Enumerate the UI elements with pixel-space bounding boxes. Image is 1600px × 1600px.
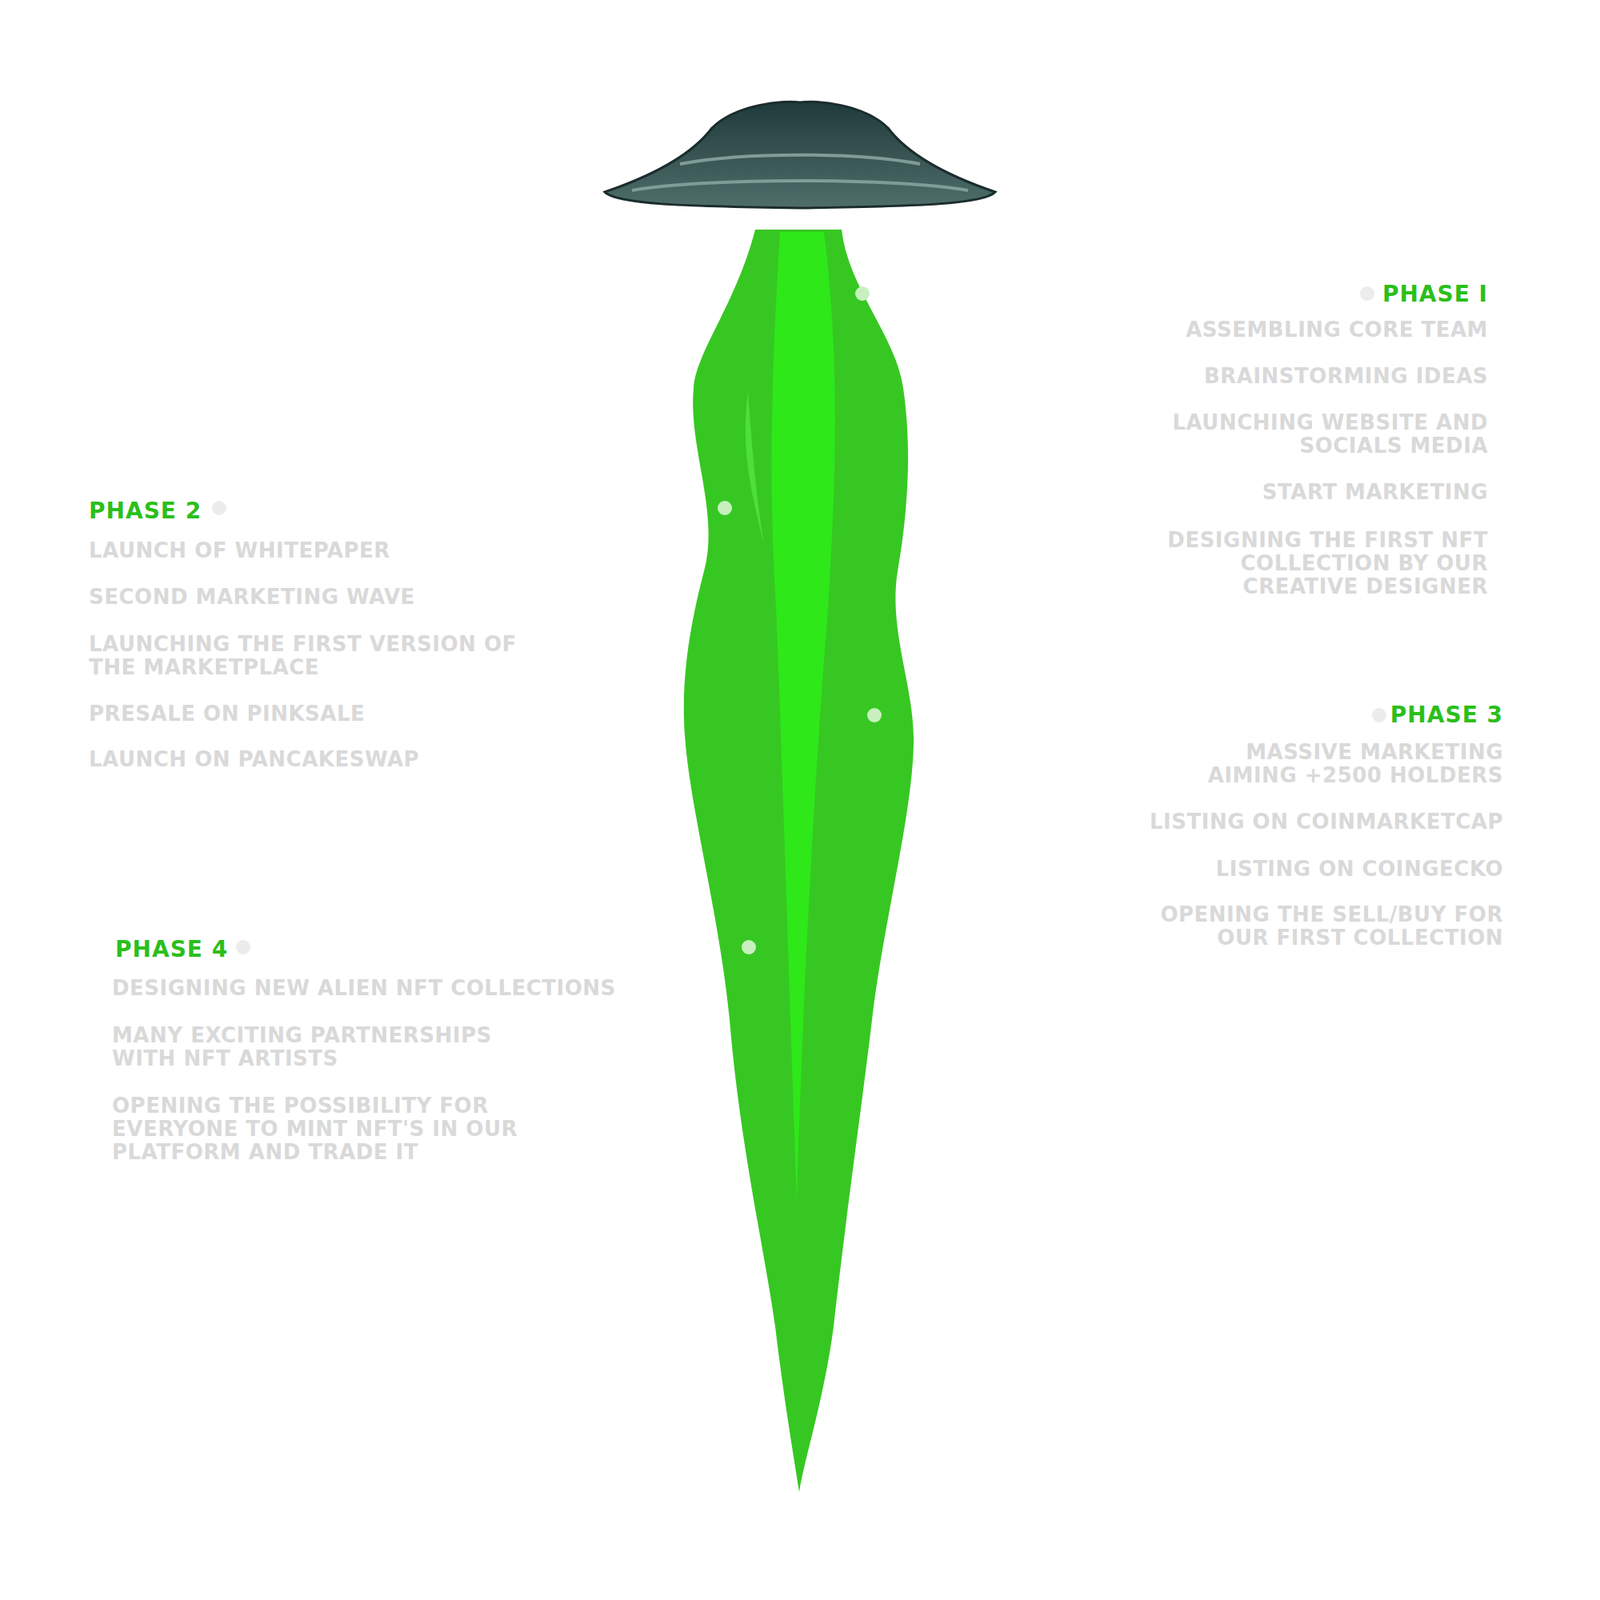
ufo-rim (632, 155, 968, 191)
leader-line (219, 506, 725, 511)
leader-line (874, 713, 1380, 718)
roadmap-item: LISTING ON COINMARKETCAP (1149, 810, 1504, 834)
ufo-saucer (604, 101, 996, 208)
phase-heading: PHASE 2 (88, 498, 202, 524)
roadmap-item: DESIGNING THE FIRST NFT COLLECTION BY OU… (1152, 528, 1488, 599)
phase-heading: PHASE 3 (1390, 702, 1504, 728)
leader-dot (741, 940, 756, 955)
roadmap-item: LAUNCHING WEBSITE AND SOCIALS MEDIA (1136, 411, 1488, 458)
roadmap-item: ASSEMBLING CORE TEAM (1185, 318, 1488, 342)
leader-dot (1360, 286, 1375, 301)
beam-highlight (745, 392, 764, 544)
roadmap-item: OPENING THE POSSIBILITY FOR EVERYONE TO … (112, 1094, 556, 1164)
leader-dot (717, 500, 732, 516)
leader-dot (212, 500, 227, 516)
leader-line (862, 292, 1368, 296)
leader-dot (1372, 708, 1387, 723)
roadmap-item: LAUNCH OF WHITEPAPER (88, 539, 391, 563)
tractor-beam (684, 229, 914, 1492)
roadmap-item: BRAINSTORMING IDEAS (1204, 364, 1488, 388)
leader-line (243, 945, 749, 950)
phase-heading: PHASE I (1382, 281, 1488, 307)
leader-dot (236, 940, 251, 955)
leader-dot (867, 708, 882, 723)
roadmap-item: MANY EXCITING PARTNERSHIPS WITH NFT ARTI… (112, 1024, 536, 1071)
roadmap-item: LISTING ON COINGECKO (1216, 857, 1504, 881)
roadmap-item: LAUNCH ON PANCAKESWAP (88, 748, 420, 772)
roadmap-item: START MARKETING (1262, 480, 1488, 504)
roadmap-item: SECOND MARKETING WAVE (88, 585, 416, 609)
phase-heading: PHASE 4 (115, 936, 228, 962)
beam-core (772, 232, 836, 1200)
leader-dot (855, 286, 870, 301)
roadmap-item: LAUNCHING THE FIRST VERSION OF THE MARKE… (88, 632, 521, 680)
roadmap-item: DESIGNING NEW ALIEN NFT COLLECTIONS (112, 976, 616, 1000)
roadmap-item: PRESALE ON PINKSALE (88, 702, 365, 726)
roadmap-item: OPENING THE SELL/BUY FOR OUR FIRST COLLE… (1131, 903, 1504, 950)
roadmap-item: MASSIVE MARKETING AIMING +2500 HOLDERS (1167, 740, 1504, 788)
